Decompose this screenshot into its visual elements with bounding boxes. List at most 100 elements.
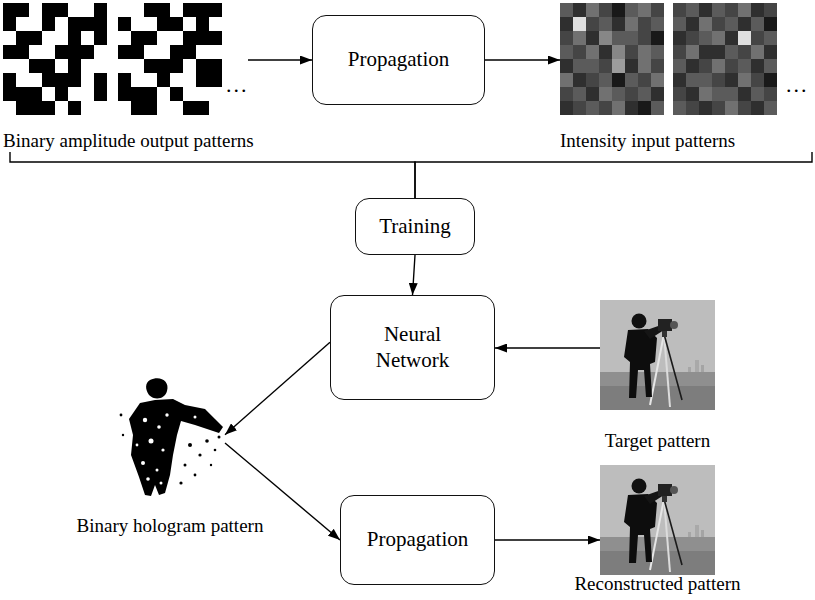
pattern-cell: [699, 3, 712, 17]
pattern-cell: [81, 3, 94, 17]
pattern-cell: [625, 3, 638, 17]
pattern-cell: [638, 3, 651, 17]
pattern-cell: [651, 73, 664, 87]
pattern-cell: [751, 87, 764, 101]
pattern-cell: [118, 3, 131, 17]
pattern-cell: [625, 59, 638, 73]
pattern-cell: [42, 17, 55, 31]
pattern-cell: [751, 45, 764, 59]
pattern-cell: [196, 45, 209, 59]
pattern-cell: [16, 17, 29, 31]
pattern-cell: [42, 87, 55, 101]
pattern-cell: [183, 87, 196, 101]
pattern-cell: [118, 87, 131, 101]
process-box: Training: [355, 198, 475, 255]
pattern-cell: [144, 17, 157, 31]
pattern-cell: [209, 31, 222, 45]
pattern-cell: [131, 73, 144, 87]
pattern-cell: [144, 45, 157, 59]
pattern-cell: [612, 101, 625, 115]
pattern-cell: [686, 31, 699, 45]
pattern-cell: [764, 17, 777, 31]
pattern-cell: [196, 87, 209, 101]
pattern-cell: [118, 101, 131, 115]
pattern-cell: [586, 73, 599, 87]
pattern-cell: [751, 101, 764, 115]
pattern-cell: [738, 59, 751, 73]
pattern-cell: [573, 101, 586, 115]
pattern-cell: [209, 45, 222, 59]
intensity-pattern: [673, 3, 777, 115]
pattern-cell: [638, 59, 651, 73]
pattern-cell: [42, 73, 55, 87]
pattern-cell: [144, 59, 157, 73]
pattern-cell: [209, 59, 222, 73]
pattern-cell: [599, 59, 612, 73]
pattern-cell: [3, 3, 16, 17]
pattern-cell: [586, 31, 599, 45]
pattern-cell: [144, 31, 157, 45]
pattern-cell: [686, 59, 699, 73]
pattern-cell: [612, 73, 625, 87]
image-group: Target pattern: [600, 300, 715, 452]
pattern-cell: [3, 17, 16, 31]
pattern-cell: [131, 101, 144, 115]
pattern-cell: [673, 45, 686, 59]
pattern-cell: [599, 101, 612, 115]
pattern-cell: [712, 3, 725, 17]
pattern-cell: [29, 73, 42, 87]
pattern-cell: [699, 73, 712, 87]
pattern-cell: [118, 17, 131, 31]
pattern-cell: [764, 87, 777, 101]
pattern-cell: [55, 87, 68, 101]
pattern-cell: [42, 101, 55, 115]
pattern-cell: [29, 101, 42, 115]
pattern-cell: [586, 3, 599, 17]
pattern-cell: [586, 87, 599, 101]
pattern-cell: [673, 3, 686, 17]
pattern-cell: [68, 45, 81, 59]
pattern-cell: [560, 101, 573, 115]
binary-pattern: [3, 3, 107, 115]
pattern-cell: [157, 45, 170, 59]
pattern-cell: [94, 45, 107, 59]
pattern-cell: [638, 87, 651, 101]
pattern-cell: [157, 73, 170, 87]
pattern-cell: [699, 45, 712, 59]
pattern-cell: [16, 73, 29, 87]
pattern-cell: [157, 87, 170, 101]
pattern-cell: [68, 3, 81, 17]
pattern-cell: [751, 31, 764, 45]
pattern-cell: [170, 73, 183, 87]
pattern-cell: [144, 3, 157, 17]
image-caption: Intensity input patterns: [560, 130, 735, 152]
pattern-cell: [712, 59, 725, 73]
pattern-cell: [68, 101, 81, 115]
pattern-cell: [599, 87, 612, 101]
pattern-cell: [712, 73, 725, 87]
pattern-cell: [131, 59, 144, 73]
pattern-cell: [81, 45, 94, 59]
pattern-cell: [118, 73, 131, 87]
pattern-cell: [599, 73, 612, 87]
pattern-cell: [764, 101, 777, 115]
pattern-cell: [55, 3, 68, 17]
pattern-cell: [686, 17, 699, 31]
connector-arrow: [225, 342, 330, 434]
image-group: Reconstructed pattern: [600, 465, 715, 595]
pattern-cell: [638, 31, 651, 45]
connector-arrow: [10, 152, 415, 198]
pattern-cell: [170, 87, 183, 101]
pattern-cell: [638, 101, 651, 115]
pattern-cell: [651, 101, 664, 115]
pattern-cell: [170, 59, 183, 73]
pattern-cell: [183, 45, 196, 59]
connector-arrow: [248, 59, 312, 60]
intensity-pattern: [560, 3, 664, 115]
pattern-cell: [686, 3, 699, 17]
pattern-cell: [55, 73, 68, 87]
process-box: Propagation: [312, 15, 485, 105]
pattern-cell: [196, 73, 209, 87]
pattern-cell: [144, 73, 157, 87]
pattern-cell: [586, 101, 599, 115]
